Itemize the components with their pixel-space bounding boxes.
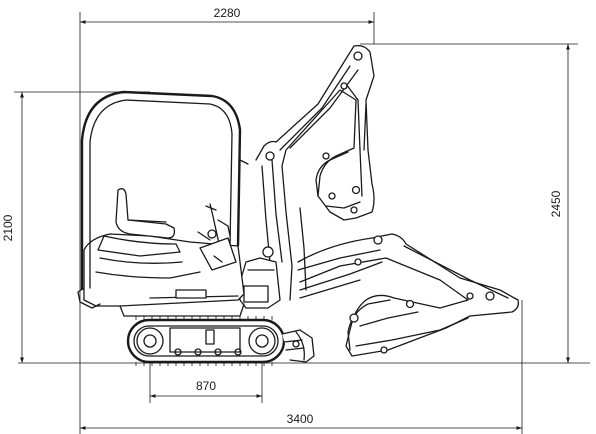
swing-bracket bbox=[239, 246, 281, 309]
dimension-value-870: 870 bbox=[196, 379, 216, 393]
dozer-blade bbox=[281, 329, 315, 363]
excavator bbox=[77, 44, 520, 366]
dimension-value-3400: 3400 bbox=[287, 412, 314, 426]
dimension-value-2100: 2100 bbox=[1, 214, 15, 241]
track-undercarriage bbox=[126, 316, 286, 366]
dimension-lines bbox=[14, 12, 590, 434]
raised-arm bbox=[255, 44, 375, 301]
canopy bbox=[80, 90, 249, 290]
dimension-value-2280: 2280 bbox=[214, 6, 241, 20]
lowered-arm bbox=[297, 233, 520, 357]
dimension-value-2450: 2450 bbox=[549, 190, 563, 217]
operator-seat bbox=[97, 188, 181, 257]
control-levers bbox=[197, 203, 237, 271]
